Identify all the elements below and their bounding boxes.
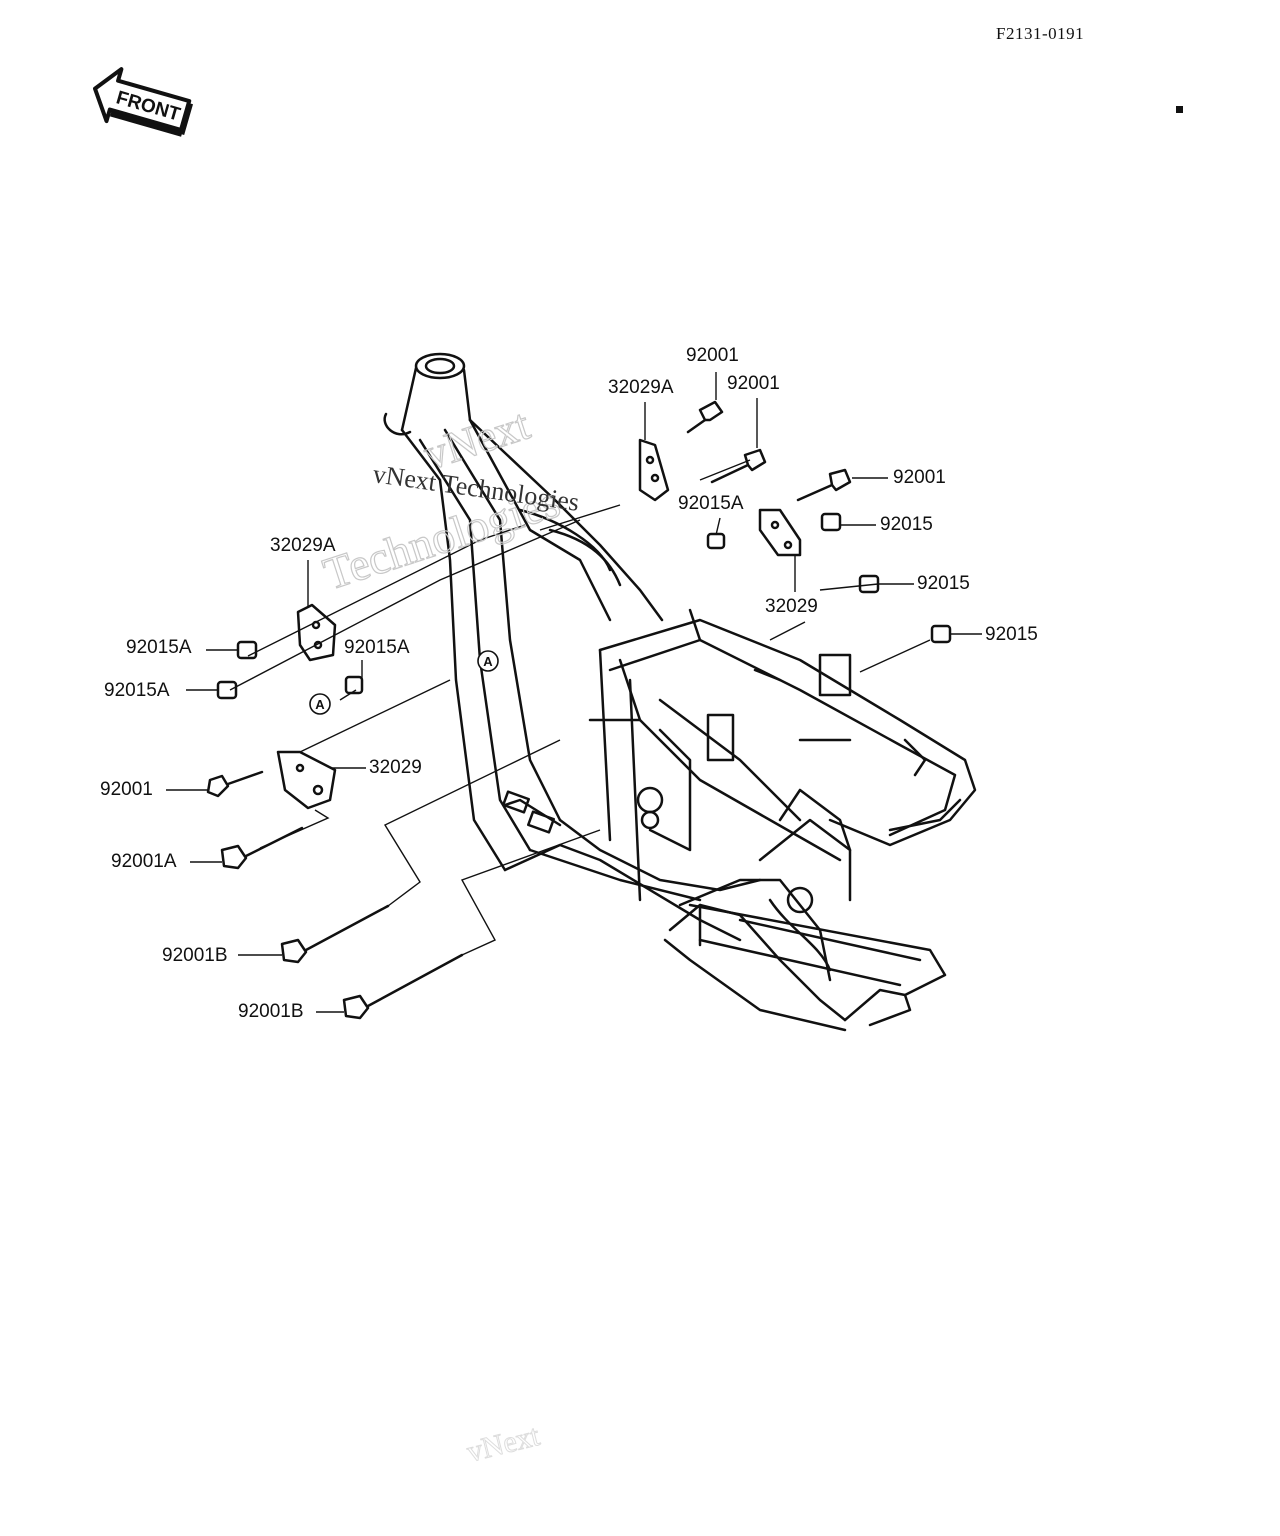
bolt-92001-top — [686, 400, 724, 434]
label-92015A-left1: 92015A — [126, 637, 192, 658]
corner-mark — [1176, 106, 1183, 113]
label-32029A-left: 32029A — [270, 535, 336, 556]
label-92001-left: 92001 — [100, 779, 153, 800]
nut-92015A-left2 — [216, 680, 238, 700]
label-92001-top2: 92001 — [727, 373, 780, 394]
watermark-bottom: vNext — [464, 1419, 544, 1469]
nut-92015A-right — [706, 532, 726, 550]
callout-a-left: A — [309, 693, 331, 715]
frame-rear-rails — [598, 608, 977, 862]
label-92015A-center: 92015A — [344, 637, 410, 658]
label-92015A-right: 92015A — [678, 493, 744, 514]
label-92001-top: 92001 — [686, 345, 739, 366]
bolt-92001B-2 — [342, 953, 464, 1020]
svg-text:A: A — [483, 654, 493, 669]
label-92015-right3: 92015 — [985, 624, 1038, 645]
label-92001B-2: 92001B — [238, 1001, 304, 1022]
nut-92015-right1 — [820, 512, 842, 532]
document-code: F2131-0191 — [996, 24, 1085, 43]
label-92015A-left2: 92015A — [104, 680, 170, 701]
label-92001B-1: 92001B — [162, 945, 228, 966]
label-32029A-top: 32029A — [608, 377, 674, 398]
bracket-32029A-top — [638, 438, 670, 502]
label-32029-left: 32029 — [369, 757, 422, 778]
bolt-92001-top2 — [710, 448, 767, 484]
frame-lower-cradle — [502, 790, 762, 942]
svg-text:A: A — [315, 697, 325, 712]
label-92001-right: 92001 — [893, 467, 946, 488]
bolt-92001B-1 — [280, 904, 390, 964]
label-92001A: 92001A — [111, 851, 177, 872]
rear-step-bracket — [663, 818, 947, 1032]
nut-92015A-center — [344, 675, 364, 695]
label-92015-right1: 92015 — [880, 514, 933, 535]
head-pipe — [383, 352, 472, 436]
nut-92015A-left1 — [236, 640, 258, 660]
bracket-32029-right — [758, 508, 802, 557]
frame-center-uprights — [588, 648, 852, 902]
label-32029-right: 32029 — [765, 596, 818, 617]
leader-lines — [166, 372, 982, 1013]
callout-a-frame: A — [477, 650, 499, 672]
front-direction-arrow: FRONT — [93, 67, 193, 137]
bolt-92001-left — [206, 770, 264, 798]
label-92015-right2: 92015 — [917, 573, 970, 594]
nut-92015-right3 — [930, 624, 952, 644]
bracket-32029-left — [276, 750, 337, 810]
bolt-92001-right — [796, 468, 852, 502]
